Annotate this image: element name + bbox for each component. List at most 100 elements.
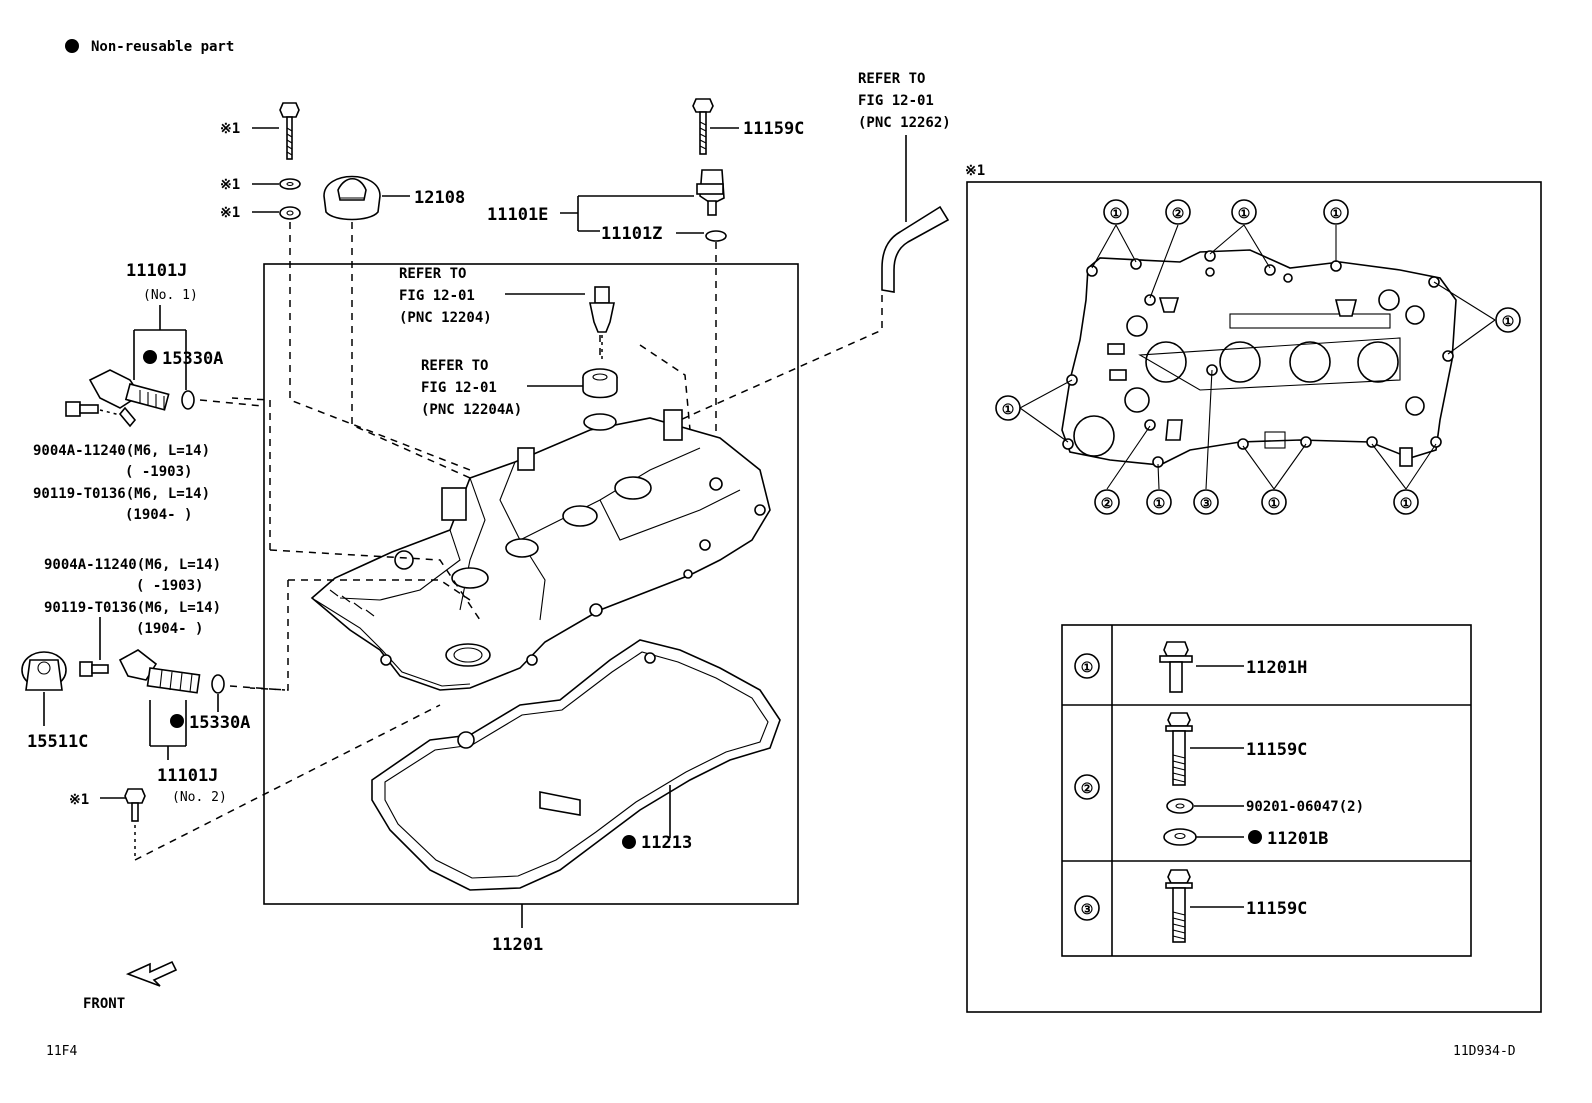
- washer-icon: [279, 178, 301, 190]
- table-row: ② 11159C 90201-06047(2) 11201B: [1074, 712, 1364, 849]
- part-number: 11201H: [1246, 658, 1307, 678]
- figure-code-left: 11F4: [46, 1044, 77, 1059]
- part-number: 11159C: [1246, 740, 1307, 760]
- grommet-icon: [1163, 828, 1197, 846]
- bolt-spec: (1904- ): [136, 621, 203, 637]
- front-arrow-icon: [125, 960, 178, 987]
- o-ring-icon: [211, 674, 225, 694]
- marker-two-icon: ②: [1094, 489, 1120, 515]
- bolt-icon: [1165, 712, 1193, 786]
- non-reusable-dot-icon: [622, 835, 636, 849]
- front-label: FRONT: [83, 996, 125, 1012]
- refer-label: (PNC 12204A): [421, 402, 522, 418]
- grommet-icon: [582, 368, 618, 399]
- bolt-spec: 90119-T0136(M6, L=14): [44, 600, 221, 616]
- refer-label: (PNC 12262): [858, 115, 951, 131]
- figure-code-right: 11D934-D: [1453, 1044, 1516, 1059]
- washer-icon: [1166, 798, 1194, 814]
- label-11101e: 11101E: [487, 205, 548, 225]
- marker-one-icon: ①: [1103, 199, 1129, 225]
- cam-sensor-icon: [696, 169, 725, 216]
- bolt-icon: [692, 98, 714, 155]
- label-11201: 11201: [492, 935, 543, 955]
- marker-one-icon: ①: [1146, 489, 1172, 515]
- bolt-icon: [1165, 869, 1193, 943]
- bolt-spec: ( -1903): [125, 464, 192, 480]
- bolt-icon: [124, 788, 146, 822]
- filter-icon: [21, 651, 67, 691]
- label-11101j: 11101J: [126, 261, 187, 281]
- svg-text:①: ①: [1153, 496, 1166, 512]
- svg-text:①: ①: [1238, 206, 1251, 222]
- refer-label: REFER TO: [858, 71, 925, 87]
- marker-two-icon: ②: [1165, 199, 1191, 225]
- main-assembly-frame: [263, 263, 799, 905]
- svg-text:②: ②: [1101, 496, 1114, 512]
- non-reusable-dot-icon: [170, 714, 184, 728]
- o-ring-icon: [705, 230, 727, 242]
- part-number: 11159C: [1246, 899, 1307, 919]
- label-15330a: 15330A: [189, 713, 250, 733]
- label-11101j: 11101J: [157, 766, 218, 786]
- label-11101z: 11101Z: [601, 224, 662, 244]
- label-star1: ※1: [69, 792, 89, 808]
- part-number: 90201-06047(2): [1246, 799, 1364, 815]
- label-star1: ※1: [220, 121, 240, 137]
- label-star1: ※1: [965, 163, 985, 179]
- oil-filler-cap-icon: [323, 175, 381, 221]
- svg-text:③: ③: [1200, 496, 1213, 512]
- marker-one-icon: ①: [1261, 489, 1287, 515]
- bolt-layout-frame: [966, 181, 1542, 1013]
- svg-text:②: ②: [1081, 781, 1094, 797]
- label-12108: 12108: [414, 188, 465, 208]
- label-star1: ※1: [220, 177, 240, 193]
- label-no1: (No. 1): [143, 288, 198, 303]
- ventilation-hose-icon: [881, 205, 950, 293]
- label-15511c: 15511C: [27, 732, 88, 752]
- svg-text:②: ②: [1172, 206, 1185, 222]
- label-11159c: 11159C: [743, 119, 804, 139]
- bolt-spec: (1904- ): [125, 507, 192, 523]
- svg-text:①: ①: [1081, 660, 1094, 676]
- bolt-icon: [79, 661, 109, 677]
- oil-control-valve-icon: [88, 369, 170, 428]
- bolt-spec: 9004A-11240(M6, L=14): [44, 557, 221, 573]
- refer-label: FIG 12-01: [858, 93, 934, 109]
- bolt-spec: ( -1903): [136, 578, 203, 594]
- label-15330a: 15330A: [162, 349, 223, 369]
- bolt-spec: 90119-T0136(M6, L=14): [33, 486, 210, 502]
- head-cover-top-view-icon: [1061, 249, 1457, 467]
- washer-icon: [279, 206, 301, 220]
- non-reusable-dot-icon: [65, 39, 79, 53]
- svg-text:①: ①: [1330, 206, 1343, 222]
- svg-text:①: ①: [1502, 314, 1515, 330]
- svg-text:①: ①: [1400, 496, 1413, 512]
- refer-label: FIG 12-01: [399, 288, 475, 304]
- bolt-icon: [279, 102, 300, 160]
- svg-text:①: ①: [1002, 402, 1015, 418]
- gasket-icon: [371, 639, 781, 891]
- refer-label: (PNC 12204): [399, 310, 492, 326]
- bolt-spec: 9004A-11240(M6, L=14): [33, 443, 210, 459]
- o-ring-icon: [181, 390, 195, 410]
- marker-one-icon: ①: [995, 395, 1021, 421]
- refer-label: FIG 12-01: [421, 380, 497, 396]
- svg-text:①: ①: [1110, 206, 1123, 222]
- legend-text: Non-reusable part: [91, 39, 234, 55]
- pcv-valve-icon: [589, 286, 615, 333]
- marker-three-icon: ③: [1193, 489, 1219, 515]
- table-row: ① 11201H: [1074, 641, 1307, 693]
- marker-one-icon: ①: [1231, 199, 1257, 225]
- label-star1: ※1: [220, 205, 240, 221]
- cylinder-head-cover-icon: [310, 409, 771, 691]
- refer-label: REFER TO: [399, 266, 466, 282]
- non-reusable-dot-icon: [1248, 830, 1262, 844]
- marker-one-icon: ①: [1393, 489, 1419, 515]
- marker-one-icon: ①: [1323, 199, 1349, 225]
- bolt-icon: [65, 401, 99, 417]
- oil-control-valve-icon: [118, 649, 201, 694]
- part-number: 11201B: [1267, 829, 1328, 849]
- label-11213: 11213: [641, 833, 692, 853]
- flange-bolt-icon: [1159, 641, 1193, 693]
